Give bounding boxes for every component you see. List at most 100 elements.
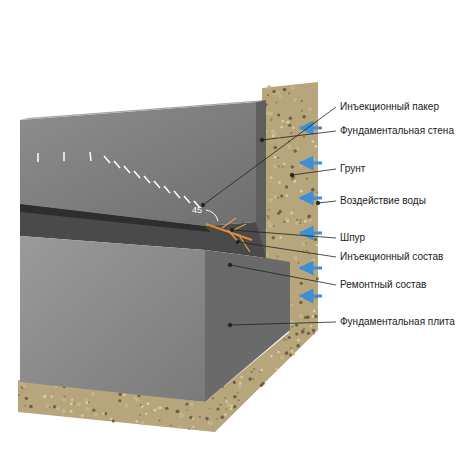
gravel-dot <box>298 262 300 264</box>
gravel-dot <box>291 165 294 168</box>
gravel-dot <box>287 145 291 149</box>
gravel-dot <box>230 405 233 408</box>
gravel-dot <box>43 395 46 398</box>
gravel-dot <box>238 384 242 388</box>
slab-side <box>205 250 290 402</box>
gravel-dot <box>233 395 236 398</box>
gravel-dot <box>124 404 128 408</box>
gravel-dot <box>289 353 292 356</box>
gravel-dot <box>56 406 60 410</box>
gravel-dot <box>307 332 310 335</box>
gravel-dot <box>288 336 291 339</box>
slab-front <box>20 236 205 402</box>
gravel-dot <box>237 392 239 394</box>
gravel-dot <box>53 405 56 408</box>
gravel-dot <box>123 394 126 397</box>
gravel-dot <box>303 328 305 330</box>
gravel-dot <box>272 90 275 93</box>
gravel-dot <box>279 210 282 213</box>
gravel-dot <box>297 339 300 342</box>
gravel-dot <box>290 212 293 215</box>
gravel-dot <box>303 136 305 138</box>
gravel-dot <box>295 221 299 225</box>
gravel-dot <box>275 368 277 370</box>
gravel-dot <box>25 397 28 400</box>
gravel-dot <box>230 408 232 410</box>
gravel-dot <box>312 157 316 161</box>
gravel-dot <box>277 113 280 116</box>
gravel-dot <box>24 405 26 407</box>
gravel-dot <box>313 332 315 334</box>
gravel-dot <box>266 111 270 115</box>
gravel-dot <box>290 302 294 306</box>
gravel-dot <box>240 376 243 379</box>
gravel-dot <box>94 413 98 417</box>
gravel-dot <box>286 339 288 341</box>
gravel-dot <box>176 410 180 414</box>
gravel-dot <box>188 428 190 430</box>
gravel-dot <box>283 221 285 223</box>
gravel-dot <box>18 394 20 396</box>
gravel-dot <box>29 405 33 409</box>
gravel-dot <box>216 418 218 420</box>
gravel-dot <box>311 258 315 262</box>
gravel-dot <box>159 406 162 409</box>
gravel-dot <box>233 381 236 384</box>
gravel-dot <box>251 371 253 373</box>
gravel-dot <box>295 323 298 326</box>
gravel-dot <box>277 256 279 258</box>
gravel-dot <box>224 397 226 399</box>
gravel-dot <box>285 351 289 355</box>
gravel-dot <box>260 383 263 386</box>
gravel-dot <box>283 88 287 92</box>
gravel-dot <box>189 416 192 419</box>
gravel-dot <box>145 412 148 415</box>
gravel-dot <box>305 243 307 245</box>
gravel-dot <box>221 416 225 420</box>
gravel-dot <box>307 215 311 219</box>
gravel-dot <box>248 377 252 381</box>
gravel-dot <box>192 426 194 428</box>
callout-label: Фундаментальная плита <box>340 316 455 328</box>
gravel-dot <box>316 244 318 246</box>
gravel-dot <box>270 119 272 121</box>
gravel-dot <box>141 405 144 408</box>
gravel-dot <box>259 371 261 373</box>
injection-spread <box>222 218 250 252</box>
gravel-dot <box>84 398 88 402</box>
gravel-dot <box>293 98 297 102</box>
gravel-dot <box>301 243 305 247</box>
gravel-dot <box>273 194 277 198</box>
water-arrows <box>300 128 322 296</box>
gravel-dot <box>294 256 298 260</box>
gravel-dot <box>314 145 317 148</box>
gravel-dot <box>147 402 150 405</box>
gravel-dot <box>110 417 112 419</box>
gravel-dot <box>291 325 293 327</box>
gravel-dot <box>136 420 139 423</box>
gravel-dot <box>178 425 182 429</box>
callout-label: Инъекционный состав <box>340 251 443 263</box>
gravel-dot <box>290 303 294 307</box>
gravel-dot <box>212 397 214 399</box>
gravel-dot <box>46 404 50 408</box>
gravel-dot <box>273 146 277 150</box>
gravel-dot <box>226 403 230 407</box>
angle-arc <box>206 210 218 221</box>
gravel-dot <box>280 356 284 360</box>
gravel-dot <box>311 188 315 192</box>
gravel-dot <box>311 140 314 143</box>
gravel-dot <box>300 282 303 285</box>
gravel-dot <box>277 157 279 159</box>
gravel-dot <box>291 178 293 180</box>
gravel-dot <box>283 162 286 165</box>
gravel-dot <box>299 222 301 224</box>
gravel-dot <box>285 185 288 188</box>
gravel-dot <box>314 238 317 241</box>
gravel-dot <box>76 402 80 406</box>
wall-top <box>20 100 266 120</box>
gravel-dot <box>205 417 209 421</box>
angle-label: 45 <box>192 204 202 216</box>
gravel-dot <box>268 209 270 211</box>
gravel-dot <box>301 100 303 102</box>
